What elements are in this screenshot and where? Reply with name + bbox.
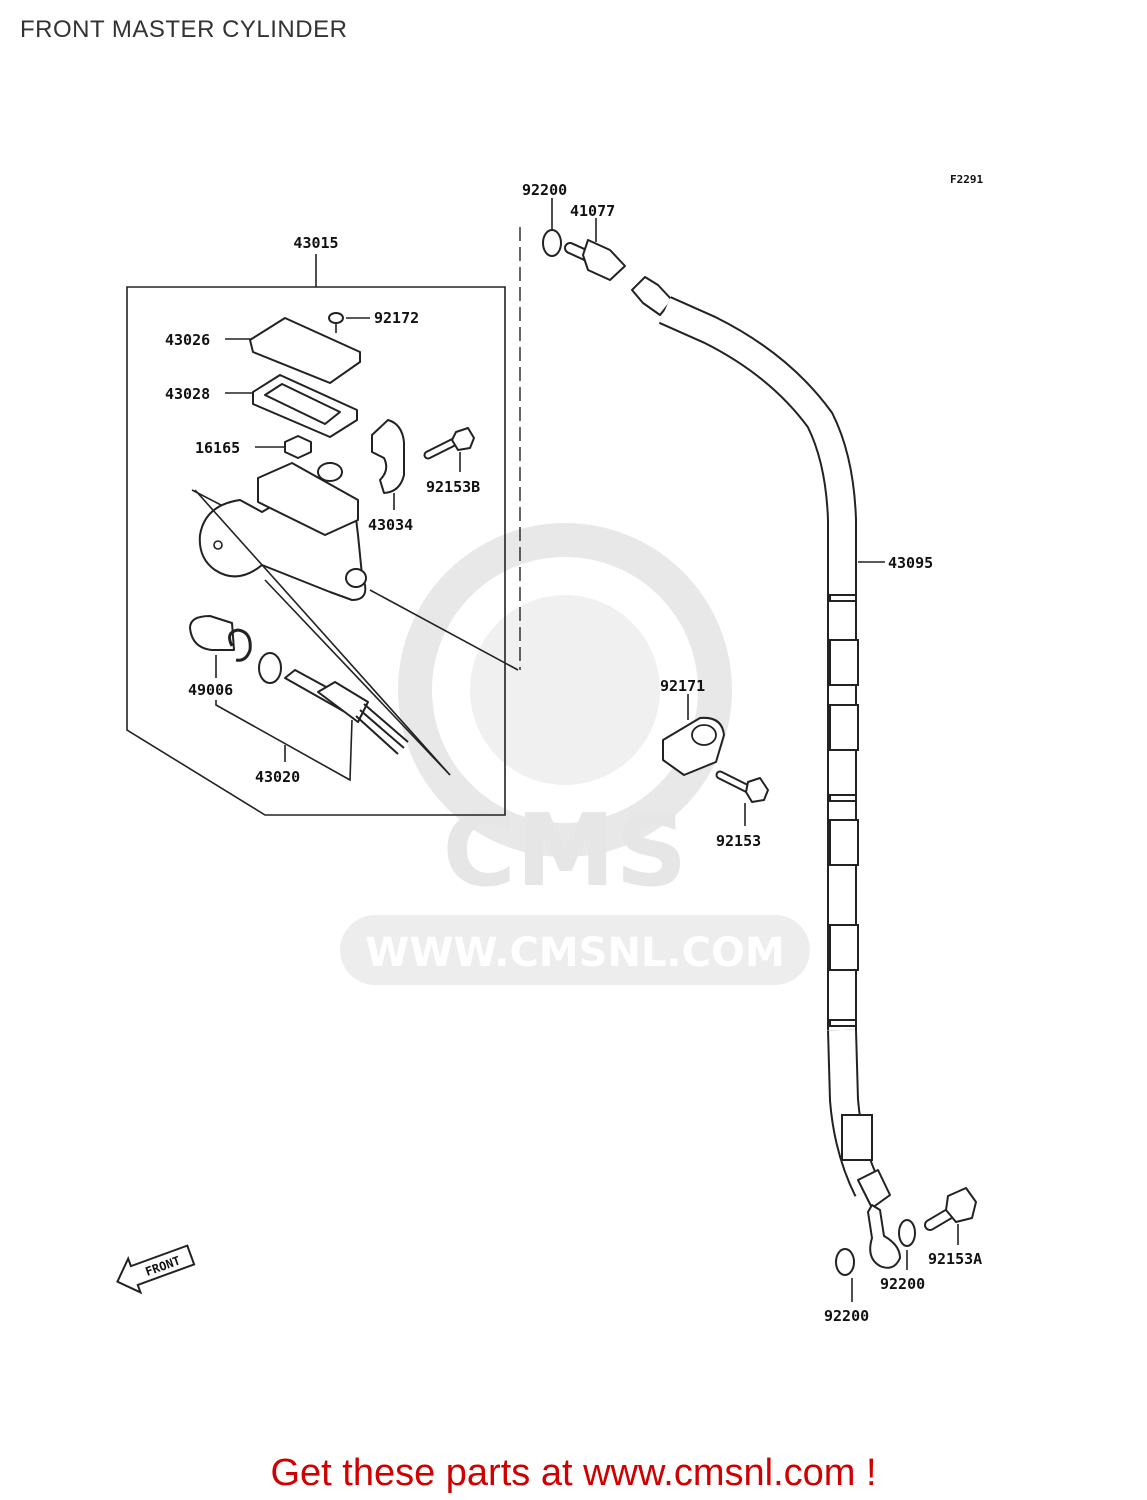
hose-lower-fill — [829, 1029, 880, 1196]
clamp-43034 — [371, 419, 405, 494]
fitting-41077-nut — [582, 239, 626, 281]
washer-92200-top — [542, 229, 562, 257]
reservoir-cap — [249, 317, 361, 384]
hose-clamp-92171 — [662, 716, 725, 776]
washer — [258, 652, 282, 684]
part-label-92200-top[interactable]: 92200 — [522, 181, 567, 199]
part-label-92172[interactable]: 92172 — [374, 309, 419, 327]
part-label-43034[interactable]: 43034 — [368, 516, 413, 534]
part-label-41077[interactable]: 41077 — [570, 202, 615, 220]
piston-spring — [355, 703, 409, 755]
part-label-92171[interactable]: 92171 — [660, 677, 705, 695]
piston-body — [317, 681, 369, 723]
hose-sleeve-7 — [829, 1019, 857, 1027]
hose-end-fitting-bottom — [857, 1169, 891, 1209]
screw-92172 — [328, 312, 344, 324]
watermark-url-pill — [340, 915, 810, 985]
master-cylinder-body — [191, 462, 451, 776]
hose-fill — [659, 298, 855, 1030]
hose-sleeve-3 — [829, 704, 859, 751]
float-16165 — [284, 435, 312, 459]
part-label-92153B[interactable]: 92153B — [426, 478, 480, 496]
watermark-url-text: WWW.CMSNL.COM — [365, 930, 785, 976]
part-label-43028[interactable]: 43028 — [165, 385, 210, 403]
hose-sleeve-2 — [829, 639, 859, 686]
washer-92200-bottom — [835, 1248, 855, 1276]
hose-sleeve-4 — [829, 794, 857, 802]
page-title: FRONT MASTER CYLINDER — [20, 16, 348, 43]
front-arrow-icon — [116, 1244, 196, 1295]
hose-sleeve-1 — [829, 594, 857, 602]
part-label-92200-bottom[interactable]: 92200 — [824, 1307, 869, 1325]
hose-sleeve-6 — [829, 924, 859, 971]
piston-kit-43020 — [284, 669, 409, 755]
part-label-43026[interactable]: 43026 — [165, 331, 210, 349]
front-direction-arrow: FRONT — [116, 1244, 196, 1295]
washer-92200-mid — [898, 1219, 916, 1247]
diagram-code: F2291 — [950, 173, 983, 186]
watermark-logo-text: CMS — [443, 792, 688, 909]
hose-clamp-92171-ring — [691, 724, 717, 746]
brake-hose-43095 — [631, 276, 901, 1269]
hose-sleeve-5 — [829, 819, 859, 866]
diaphragm-inner — [264, 383, 341, 425]
bolt-92153-shaft — [717, 772, 753, 793]
bolt-92153-head — [745, 777, 769, 803]
banjo-connection-line — [369, 589, 519, 671]
lever-line — [194, 489, 451, 776]
watermark: CMS WWW.CMSNL.COM — [340, 523, 810, 985]
footer-link[interactable]: Get these parts at www.cmsnl.com ! — [270, 1452, 877, 1494]
part-label-92153A[interactable]: 92153A — [928, 1250, 982, 1268]
bolt-92153B-head — [451, 427, 475, 451]
part-label-43095[interactable]: 43095 — [888, 554, 933, 572]
assembly-box-43015 — [126, 286, 506, 816]
bolt-92153A-head — [945, 1187, 977, 1223]
banjo-port — [345, 568, 367, 588]
part-label-16165[interactable]: 16165 — [195, 439, 240, 457]
part-label-49006[interactable]: 49006 — [188, 681, 233, 699]
banjo-fitting — [867, 1204, 901, 1269]
bracket-43020 — [215, 700, 353, 782]
part-label-43015[interactable]: 43015 — [293, 234, 338, 252]
reservoir-body — [257, 462, 359, 536]
part-label-92200-mid[interactable]: 92200 — [880, 1275, 925, 1293]
part-label-92153[interactable]: 92153 — [716, 832, 761, 850]
circlip — [228, 628, 252, 662]
watermark-figure — [470, 595, 660, 785]
pivot-hole — [213, 540, 223, 550]
watermark-ring — [398, 523, 732, 857]
boot-49006 — [189, 615, 235, 651]
part-label-43020[interactable]: 43020 — [255, 768, 300, 786]
hose-sleeve-8 — [841, 1114, 873, 1161]
clamp-mount-boss — [317, 462, 343, 482]
piston-assembly-line — [264, 579, 451, 776]
